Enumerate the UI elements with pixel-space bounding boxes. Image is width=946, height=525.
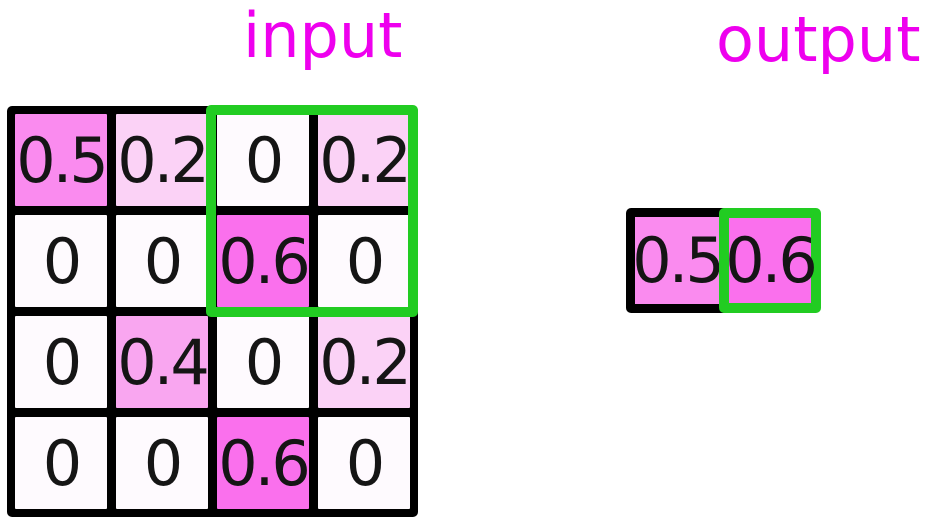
input-title: input	[243, 0, 403, 72]
grid-cell: 0.2	[318, 316, 412, 408]
input-grid: 0.5 0.2 0 0.2 0 0 0.6 0 0 0.4 0 0.2 0 0 …	[7, 106, 418, 517]
grid-cell: 0.2	[318, 114, 412, 206]
grid-cell: 0	[318, 215, 410, 307]
grid-cell: 0	[318, 417, 410, 509]
grid-cell: 0.4	[116, 316, 210, 408]
grid-cell: 0.6	[217, 215, 311, 307]
output-title: output	[716, 3, 921, 76]
grid-cell: 0	[116, 215, 208, 307]
output-grid: 0.5 0.6	[626, 208, 821, 313]
grid-cell: 0	[15, 215, 107, 307]
grid-cell: 0	[217, 316, 309, 408]
grid-cell: 0	[116, 417, 208, 509]
grid-cell: 0.5	[15, 114, 109, 206]
output-cell: 0.5	[626, 208, 728, 313]
grid-cell: 0	[217, 114, 309, 206]
output-cell-highlighted: 0.6	[719, 208, 821, 313]
grid-cell: 0.2	[116, 114, 210, 206]
grid-cell: 0.6	[217, 417, 311, 509]
grid-cell: 0	[15, 417, 107, 509]
grid-cell: 0	[15, 316, 107, 408]
